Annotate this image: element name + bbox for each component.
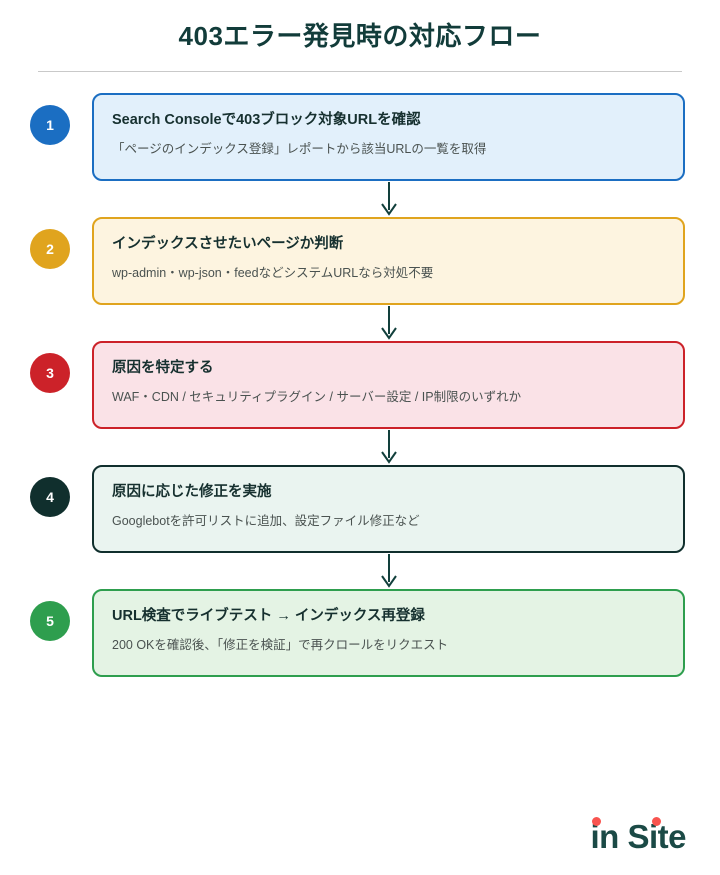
step-card-3: 原因を特定する WAF・CDN / セキュリティプラグイン / サーバー設定 /… [92, 340, 685, 429]
step-card-2: インデックスさせたいページか判断 wp-admin・wp-json・feedなど… [92, 216, 685, 305]
step-description-2: wp-admin・wp-json・feedなどシステムURLなら対処不要 [112, 266, 434, 281]
step-number-badge-3: 3 [30, 352, 70, 393]
page-header: 403エラー発見時の対応フロー [0, 0, 720, 72]
title-divider [38, 70, 682, 72]
logo-text: in Site [590, 817, 686, 855]
flow-step-3: 3 原因を特定する WAF・CDN / セキュリティプラグイン / サーバー設定… [30, 340, 685, 429]
step-heading-2: インデックスさせたいページか判断 [112, 235, 344, 252]
flow-arrow-2 [92, 305, 685, 341]
step-description-5: 200 OKを確認後、「修正を検証」で再クロールをリクエスト [112, 638, 449, 653]
step-description-4: Googlebotを許可リストに追加、設定ファイル修正など [112, 514, 420, 529]
flow-steps-container: 1 Search Consoleで403ブロック対象URLを確認 「ページのイン… [0, 92, 720, 677]
flow-arrow-1 [92, 181, 685, 217]
step-number-badge-1: 1 [30, 104, 70, 145]
step-heading-3: 原因を特定する [112, 359, 214, 376]
step-card-4: 原因に応じた修正を実施 Googlebotを許可リストに追加、設定ファイル修正な… [92, 464, 685, 553]
flow-step-2: 2 インデックスさせたいページか判断 wp-admin・wp-json・feed… [30, 216, 685, 305]
arrow-down-icon [380, 553, 397, 588]
brand-logo: in Site [590, 817, 686, 855]
flow-arrow-4 [92, 553, 685, 589]
step-card-5: URL検査でライブテスト → インデックス再登録 200 OKを確認後、「修正を… [92, 588, 685, 677]
flow-step-4: 4 原因に応じた修正を実施 Googlebotを許可リストに追加、設定ファイル修… [30, 464, 685, 553]
step-description-3: WAF・CDN / セキュリティプラグイン / サーバー設定 / IP制限のいず… [112, 390, 522, 405]
step-number-badge-5: 5 [30, 600, 70, 641]
page-title: 403エラー発見時の対応フロー [178, 21, 542, 51]
step-heading-4: 原因に応じた修正を実施 [112, 483, 272, 500]
arrow-down-icon [380, 429, 397, 464]
flow-step-5: 5 URL検査でライブテスト → インデックス再登録 200 OKを確認後、「修… [30, 588, 685, 677]
step-card-1: Search Consoleで403ブロック対象URLを確認 「ページのインデッ… [92, 92, 685, 181]
flow-arrow-3 [92, 429, 685, 465]
logo-dot-i-icon [592, 817, 602, 826]
step-number-badge-4: 4 [30, 476, 70, 517]
step-description-1: 「ページのインデックス登録」レポートから該当URLの一覧を取得 [112, 142, 487, 157]
step-heading-1: Search Consoleで403ブロック対象URLを確認 [112, 111, 421, 128]
step-heading-5: URL検査でライブテスト → インデックス再登録 [112, 607, 425, 624]
step-number-badge-2: 2 [30, 228, 70, 269]
flow-step-1: 1 Search Consoleで403ブロック対象URLを確認 「ページのイン… [30, 92, 685, 181]
logo-dot-s-icon [652, 817, 662, 826]
arrow-down-icon [380, 305, 397, 340]
arrow-down-icon [380, 181, 397, 216]
